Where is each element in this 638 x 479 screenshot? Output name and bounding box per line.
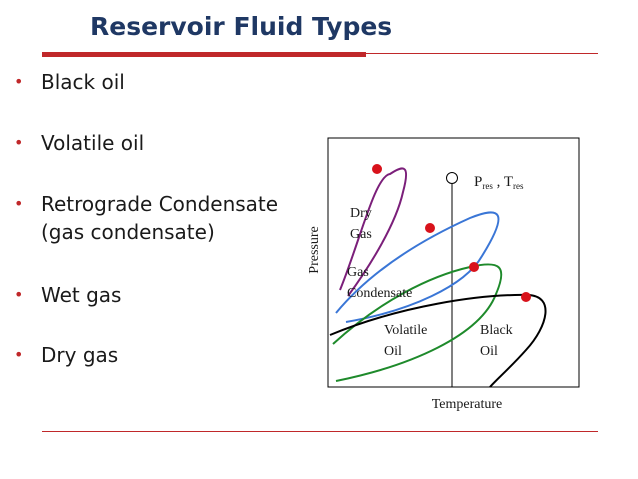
reservoir-condition-label: Pres , Tres xyxy=(474,174,524,191)
black-oil-envelope xyxy=(329,293,547,388)
gas-condensate-critical-point xyxy=(425,223,435,233)
region-label-volatile-oil: Volatile Oil xyxy=(384,323,431,359)
black-oil-critical-point xyxy=(521,292,531,302)
bullet-text: Dry gas xyxy=(41,343,119,367)
dry-gas-envelope xyxy=(339,167,408,297)
region-label-gas-condensate: Gas Condensate xyxy=(347,265,412,301)
bullet-dot-icon: • xyxy=(14,285,24,304)
dry-gas-critical-point xyxy=(372,164,382,174)
bullet-dot-icon: • xyxy=(14,72,24,91)
title-underline xyxy=(42,52,366,57)
volatile-oil-critical-point xyxy=(469,262,479,272)
region-label-black-oil: Black Oil xyxy=(480,323,516,359)
plot-frame xyxy=(327,137,580,388)
bullet-dot-icon: • xyxy=(14,345,24,364)
bullet-dot-icon: • xyxy=(14,133,24,152)
gas-condensate-envelope xyxy=(335,211,500,323)
title-rule xyxy=(366,53,598,54)
x-axis-label: Temperature xyxy=(432,397,503,412)
footer-rule xyxy=(42,431,598,432)
bullet-text: Wet gas xyxy=(41,283,122,307)
region-label-dry-gas: Dry Gas xyxy=(350,206,375,242)
bullet-dot-icon: • xyxy=(14,194,24,213)
bullet-text: Retrograde Condensate xyxy=(41,192,279,216)
bullet-text: Volatile oil xyxy=(41,131,145,155)
phase-envelope-diagram: Pressure Temperature Pres , Tres Dry Gas… xyxy=(307,137,580,412)
bullet-text: Black oil xyxy=(41,70,125,94)
page-title: Reservoir Fluid Types xyxy=(90,12,393,41)
volatile-oil-envelope xyxy=(332,263,503,382)
bullet-text-line2: (gas condensate) xyxy=(41,220,215,244)
reservoir-condition-marker xyxy=(446,172,458,184)
y-axis-label: Pressure xyxy=(307,226,322,273)
